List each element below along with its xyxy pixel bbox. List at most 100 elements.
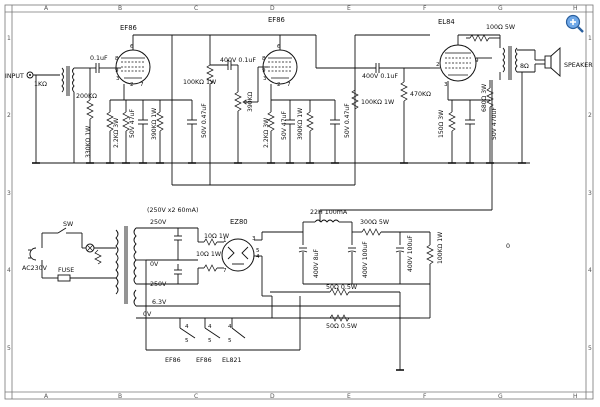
input-resistor-label: 1KΩ [34,81,47,88]
output-transformer-primary [502,47,505,73]
heater-ef86-1-label: EF86 [165,357,181,364]
fuse-label: FUSE [58,267,74,274]
col-g-top: G [498,5,503,12]
col-e-bottom: E [347,393,351,400]
v3-screen-cathode: 100Ω 5W 150Ω 3W 680Ω 3W 50V 470uF [438,24,516,163]
cf3-label: 400V 100uF [407,235,414,272]
interstage-1-2: 400V 0.1uF 390KΩ [210,57,258,163]
zero-mark-label: 0 [506,243,510,250]
tube-v2-label: EF86 [268,16,285,24]
col-g-bottom: G [498,393,503,400]
rect-r1-label: 10Ω 1W [204,233,230,240]
column-labels-top: A B C D E F G H [44,5,578,12]
v1-cathode-network: 330KΩ 1W 2.2KΩ 3W 50V 47uF 390KΩ 1W 50V … [85,84,208,163]
k3-r2-label: 680Ω 3W [481,84,488,112]
v2-pin-7: 7 [287,82,291,88]
pt-0v-label: 0V [150,261,159,268]
g2-r-label: 100Ω 5W [486,24,516,31]
output-transformer-secondary [515,47,518,73]
col-a-bottom: A [44,393,49,400]
k2-ck-label: 50V 47uF [281,111,288,140]
col-c-top: C [194,5,198,12]
input-transformer-secondary [72,67,75,93]
pt-primary-winding [115,229,119,295]
k1-resistor-label: 330KΩ 1W [85,126,92,158]
col-d-bottom: D [270,393,275,400]
switch-label: SW [63,221,74,228]
row-2-right: 2 [588,112,592,119]
scr2-r-label: 390KΩ 1W [297,108,304,140]
heater-r2-label: 50Ω 0.5W [326,323,358,330]
row-3-left: 3 [7,190,11,197]
tube-v2-ef86: EF86 6 8 9 3 7 2 [257,16,298,102]
h2-pin-5: 5 [208,338,212,344]
grid-r3-label: 470KΩ [410,91,431,98]
row-labels-right: 1 2 3 4 5 [588,35,592,352]
h1-pin-5: 5 [185,338,189,344]
v1-pin-8: 8 [115,56,119,62]
v2-pin-3: 3 [263,76,267,82]
row-3-right: 3 [588,190,592,197]
heater-el821-label: EL821 [222,357,242,364]
choke-icon [314,219,340,223]
col-a-top: A [44,5,49,12]
v1-pin-9: 9 [115,68,119,74]
rect-pin-5: 5 [256,248,260,254]
v2-pin-8: 8 [262,56,266,62]
rect-r2-label: 10Ω 1W [196,251,222,258]
col-d-top: D [270,5,275,12]
col-f-bottom: F [423,393,427,400]
volume-pot-label: 390KΩ [247,91,254,112]
scr1-r-label: 390KΩ 1W [151,108,158,140]
v1-pin-7: 7 [140,82,144,88]
power-switch-icon [57,227,67,234]
v1-pin-2: 2 [130,82,134,88]
pt-6v3-label: 6.3V [152,299,167,306]
p2-r-label: 100KΩ 1W [361,99,395,106]
v2-pin-6: 6 [277,44,281,50]
col-h-bottom: H [573,393,578,400]
col-c-bottom: C [194,393,198,400]
v3-pin-9: 9 [475,58,479,64]
pt-rating-label: (250V x2 60mA) [147,207,198,214]
k1-rk-label: 2.2KΩ 3W [113,118,120,148]
pt-bypass-caps [146,228,198,284]
mains-input: AC230V SW FUSE [22,221,116,282]
heater-ef86-2-label: EF86 [196,357,212,364]
row-1-left: 1 [7,35,11,42]
pt-heater-winding [133,289,137,307]
h1-pin-4: 4 [185,324,189,330]
bleeder-label: 100KΩ 1W [437,232,444,264]
col-h-top: H [573,5,578,12]
fuse-icon [57,274,71,282]
scr2-c-label: 50V 0.47uF [344,103,351,138]
rect-pin-1: 1 [223,238,227,244]
v2-pin-9: 9 [262,68,266,74]
choke-label: 22H 100mA [310,209,348,216]
cf1-label: 400V 8uF [313,249,320,278]
speaker-icon [544,55,552,69]
speaker-label: SPEAKER [564,62,593,69]
rect-pin-7: 7 [223,268,227,274]
zoom-in-icon[interactable] [565,14,584,33]
rectifier-ez80: EZ80 1 7 3 4 5 10Ω 1W 10Ω 1W [196,218,303,318]
rectifier-label: EZ80 [230,218,248,226]
mains-plug-icon [29,247,37,261]
pt-ht-winding [133,227,137,285]
row-2-left: 2 [7,112,11,119]
k3-rk-label: 150Ω 3W [438,110,445,138]
v3-pin-3: 3 [444,82,448,88]
grid-r1-label: 200KΩ [76,93,97,100]
sheet-border [4,4,594,400]
col-e-top: E [347,5,351,12]
heater-wiring: 50Ω 0.5W 50Ω 0.5W 4 5 4 5 4 5 EF86 EF86 … [146,284,431,371]
row-5-right: 5 [588,345,592,352]
pt-250v-bottom-label: 250V [150,281,167,288]
h2-pin-4: 4 [208,324,212,330]
input-label: INPUT [5,73,24,80]
filter-section: 400V 8uF 22H 100mA 300Ω 5W 400V 100uF 40… [298,209,510,285]
tube-v1-label: EF86 [120,24,137,32]
row-1-right: 1 [588,35,592,42]
input-coupling-capacitor: 0.1uF [90,55,112,73]
